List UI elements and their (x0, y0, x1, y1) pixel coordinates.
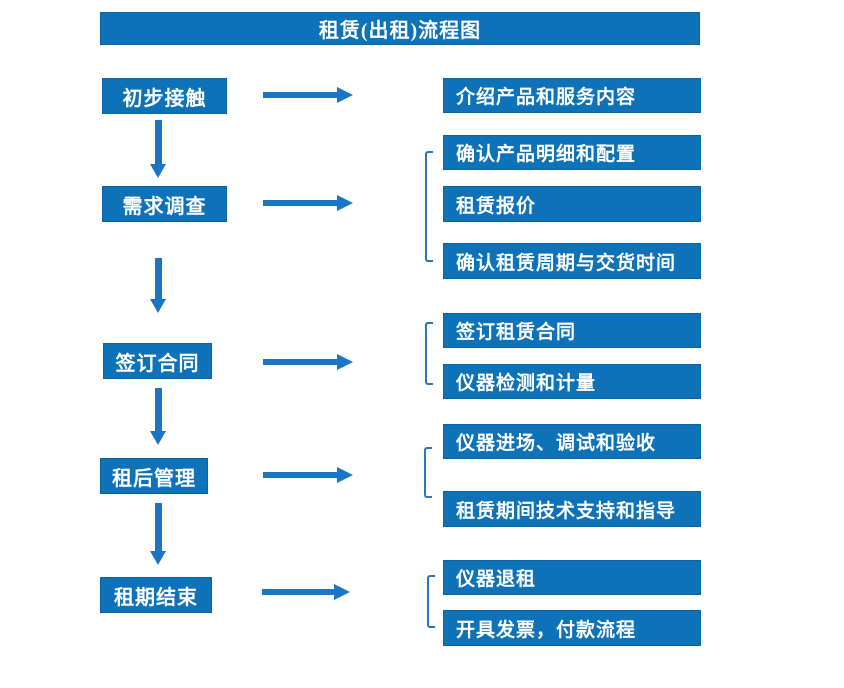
detail-box-confirm-period: 确认租赁周期与交货时间 (443, 243, 701, 279)
bracket-sign-contract-group (425, 322, 433, 385)
bracket-post-rental-group (424, 447, 432, 498)
detail-box-tech-support: 租赁期间技术支持和指导 (443, 491, 701, 527)
detail-box-instrument-testing: 仪器检测和计量 (443, 364, 701, 399)
stage-box-demand-survey: 需求调查 (102, 186, 227, 222)
detail-box-instrument-return: 仪器退租 (443, 560, 701, 595)
bracket-demand-survey-group (425, 151, 433, 262)
flowchart-title: 租赁(出租)流程图 (100, 12, 700, 45)
stage-box-rental-end: 租期结束 (100, 577, 212, 613)
detail-box-rental-quote: 租赁报价 (443, 186, 701, 222)
detail-box-sign-rental-contract: 签订租赁合同 (443, 313, 701, 348)
stage-box-initial-contact: 初步接触 (102, 78, 227, 114)
detail-box-invoice-payment: 开具发票，付款流程 (443, 610, 701, 646)
stage-box-sign-contract: 签订合同 (103, 343, 212, 379)
detail-box-confirm-config: 确认产品明细和配置 (443, 135, 701, 170)
bracket-rental-end-group (427, 575, 435, 628)
detail-box-instrument-arrival: 仪器进场、调试和验收 (443, 424, 701, 459)
stage-box-post-rental-mgmt: 租后管理 (100, 458, 208, 494)
detail-box-introduce-products: 介绍产品和服务内容 (443, 78, 701, 113)
